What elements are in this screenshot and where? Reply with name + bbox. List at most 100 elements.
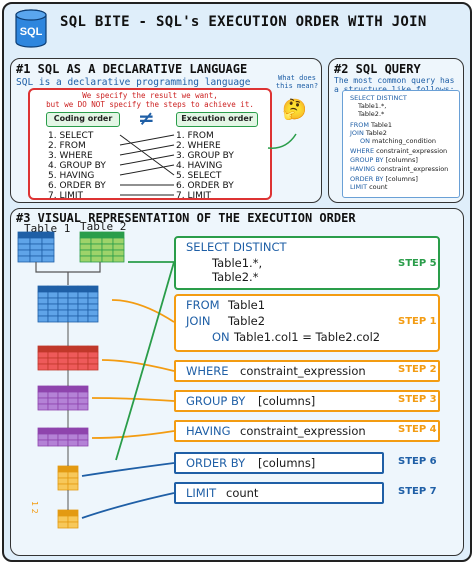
not-equal-sign: ≠: [138, 106, 155, 130]
orderby-arrow: [81, 462, 175, 477]
query-line: ON matching_condition: [360, 137, 436, 145]
limit-keyword: LIMIT: [186, 486, 217, 500]
page-title: SQL BITE - SQL's EXECUTION ORDER WITH JO…: [60, 14, 427, 30]
select-line-2: Table2.*: [212, 270, 259, 284]
section2-subtitle-2: a structure like follows:: [334, 85, 454, 94]
orderby-box: [174, 452, 384, 474]
having-value: constraint_expression: [240, 424, 366, 438]
on-keyword: ON: [212, 330, 230, 344]
query-line: Table1.*,: [358, 102, 387, 110]
execution-order-item-4: 4. HAVING: [176, 161, 223, 171]
order-mapping-arrow: [119, 164, 175, 176]
execution-order-item-3: 3. GROUP BY: [176, 151, 234, 161]
execution-order-item-6: 6. ORDER BY: [176, 181, 234, 191]
coding-order-item-1: 1. SELECT: [48, 131, 94, 141]
step-6-label: STEP 6: [398, 456, 437, 467]
having-keyword: HAVING: [186, 424, 231, 438]
step-3-label: STEP 3: [398, 394, 437, 405]
having-box: [174, 420, 440, 442]
join-value: Table2: [228, 314, 266, 328]
from-value: Table1: [228, 298, 266, 312]
sql-query-box: [342, 90, 460, 198]
groupby-keyword: GROUP BY: [186, 394, 246, 408]
from-join-box: [174, 294, 440, 352]
from-arrow: [111, 299, 175, 323]
groupby-value: [columns]: [258, 394, 316, 408]
logo-text: SQL: [20, 26, 43, 38]
query-line: LIMIT count: [350, 183, 388, 191]
limit-marker: 1 2: [30, 501, 39, 514]
execution-order-label: Execution order: [176, 112, 258, 127]
query-line: JOIN Table2: [350, 129, 387, 137]
joined-table-grid: [37, 285, 99, 323]
coding-order-item-3: 3. WHERE: [48, 151, 93, 161]
thinking-emoji: 🤔: [282, 97, 307, 121]
note-line-2: but we DO NOT specify the steps to achie…: [46, 100, 254, 109]
coding-order-item-5: 5. HAVING: [48, 171, 95, 181]
query-line: HAVING constraint_expression: [350, 165, 449, 173]
query-line: SELECT DISTINCT: [350, 94, 407, 102]
join-keyword: JOIN: [186, 314, 211, 328]
question-arrow: [267, 133, 297, 149]
declarative-note-box: [28, 88, 272, 200]
step-7-label: STEP 7: [398, 486, 437, 497]
groupby-box: [174, 390, 440, 412]
where-value: constraint_expression: [240, 364, 366, 378]
thought-text: What does this mean?: [275, 74, 319, 90]
query-line: FROM Table1: [350, 121, 392, 129]
groupby-arrow: [91, 397, 175, 402]
execution-order-item-2: 2. WHERE: [176, 141, 221, 151]
coding-order-item-7: 7. LIMIT: [48, 191, 84, 201]
section2-subtitle-1: The most common query has: [334, 76, 455, 85]
limit-table-grid: [57, 509, 79, 529]
table2-label: Table 2: [80, 220, 127, 233]
database-icon: SQL: [15, 9, 47, 48]
having-table-grid: [37, 427, 89, 447]
select-box: [174, 236, 440, 290]
coding-order-item-6: 6. ORDER BY: [48, 181, 106, 191]
coding-order-item-2: 2. FROM: [48, 141, 86, 151]
order-mapping-arrow: [119, 134, 175, 176]
section2-heading: #2 SQL QUERY: [334, 62, 421, 76]
limit-arrow: [81, 492, 175, 519]
limit-value: count: [226, 486, 259, 500]
join-connector: [35, 262, 101, 273]
section1-heading: #1 SQL AS A DECLARATIVE LANGUAGE: [16, 62, 248, 76]
on-value: Table1.col1 = Table2.col2: [234, 330, 381, 344]
where-arrow: [101, 359, 175, 372]
order-mapping-arrow: [119, 144, 175, 156]
order-mapping-arrow: [119, 134, 175, 146]
execution-order-item-7: 7. LIMIT: [176, 191, 212, 201]
query-line: WHERE constraint_expression: [350, 147, 448, 155]
section1-subtitle: SQL is a declarative programming languag…: [16, 77, 251, 88]
select-line-1: Table1.*,: [212, 256, 263, 270]
section3-heading: #3 VISUAL REPRESENTATION OF THE EXECUTIO…: [16, 211, 356, 225]
where-keyword: WHERE: [186, 364, 229, 378]
where-box: [174, 360, 440, 382]
step-5-label: STEP 5: [398, 258, 437, 269]
select-projection-arrow: [115, 261, 175, 461]
coding-order-item-4: 4. GROUP BY: [48, 161, 106, 171]
query-line: Table2.*: [358, 110, 385, 118]
query-line: GROUP BY [columns]: [350, 156, 418, 164]
coding-order-label: Coding order: [46, 112, 120, 127]
execution-order-item-1: 1. FROM: [176, 131, 214, 141]
where-table-grid: [37, 345, 99, 371]
orderby-table-grid: [57, 465, 79, 491]
table1-grid: [17, 231, 55, 263]
execution-order-item-5: 5. SELECT: [176, 171, 222, 181]
select-keyword: SELECT DISTINCT: [186, 240, 287, 254]
having-arrow: [91, 430, 175, 439]
step-2-label: STEP 2: [398, 364, 437, 375]
orderby-value: [columns]: [258, 456, 316, 470]
query-line: ORDER BY [columns]: [350, 175, 418, 183]
step-4-label: STEP 4: [398, 424, 437, 435]
from-keyword: FROM: [186, 298, 220, 312]
note-line-1: We specify the result we want,: [82, 91, 218, 100]
limit-box: [174, 482, 384, 504]
groupby-table-grid: [37, 385, 89, 411]
order-mapping-arrow: [119, 154, 175, 166]
table2-grid: [79, 231, 125, 263]
orderby-keyword: ORDER BY: [186, 456, 246, 470]
